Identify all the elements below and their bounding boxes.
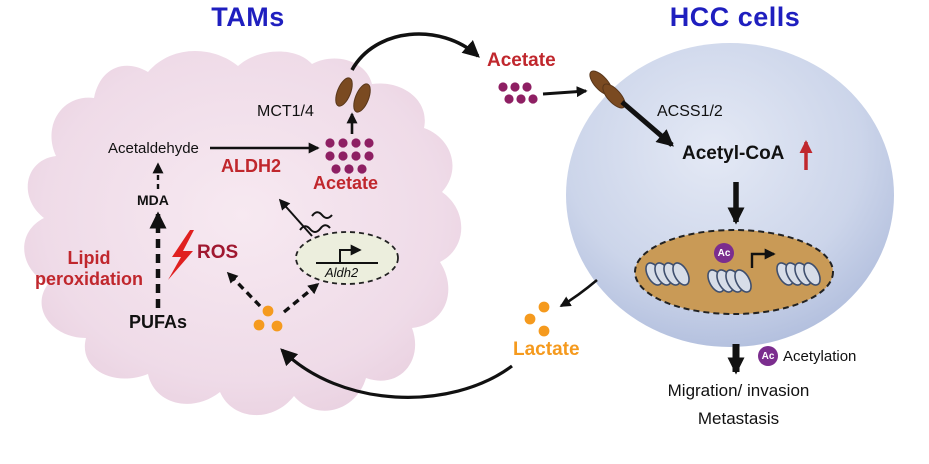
- metastasis-label: Metastasis: [697, 409, 780, 428]
- lactate-label: Lactate: [513, 339, 580, 360]
- arrow-lactate-to-ros: [226, 271, 262, 308]
- tams-title: TAMs: [211, 2, 285, 32]
- arrow-hcc-to-lactate: [559, 279, 598, 308]
- ros-lightning-icon: [168, 230, 194, 280]
- acetate-dots-extracellular: [498, 82, 538, 104]
- aldh2-gene-label: Aldh2: [325, 265, 359, 280]
- ac-badge-legend: Ac: [758, 346, 778, 366]
- aldh2-gene-ellipse: [295, 231, 399, 285]
- ros-label: ROS: [197, 242, 239, 263]
- lactate-dots-extracellular: [524, 301, 550, 337]
- arrow-lactate-to-aldh2gene: [282, 282, 320, 314]
- arrow-acetate-to-hcc: [542, 86, 588, 98]
- migration-invasion-label: Migration/ invasion: [667, 381, 810, 400]
- mrna-icon: [299, 224, 331, 233]
- hcc-transporter-icon: [589, 70, 626, 109]
- lipid-line2: peroxidation: [34, 268, 143, 289]
- mda-label: MDA: [137, 192, 169, 208]
- chromatin-coil-icon: [707, 269, 752, 293]
- chromatin-coil-icon: [776, 262, 821, 286]
- arrow-gene-to-enzyme: [278, 198, 313, 237]
- mct14-label: MCT1/4: [257, 103, 314, 120]
- pufas-label: PUFAs: [129, 312, 188, 332]
- arrow-acss-to-acetylcoa: [620, 100, 674, 147]
- acetate-tam-label: Acetate: [313, 173, 379, 193]
- mct-transporter-icon: [335, 77, 371, 113]
- acss12-label: ACSS1/2: [657, 103, 723, 120]
- acetate-dots-tam: [325, 138, 374, 174]
- acetyl-coa-label: Acetyl-CoA: [682, 143, 785, 164]
- mrna-icon: [311, 211, 333, 219]
- aldh2-enzyme-label: ALDH2: [221, 156, 282, 176]
- chromatin-coil-icon: [645, 262, 690, 286]
- gene-promoter-arrow-icon: [339, 244, 362, 263]
- hcc-title: HCC cells: [669, 2, 801, 32]
- arrow-lactate-to-tam: [280, 348, 513, 399]
- transcription-arrow-icon: [750, 248, 776, 268]
- arrow-acetate-export: [350, 32, 480, 71]
- acetylation-legend-label: Acetylation: [783, 348, 857, 365]
- tam-cell-body: [24, 50, 462, 416]
- lipid-peroxidation-label: Lipid peroxidation: [14, 248, 164, 289]
- ac-badge-nucleus: Ac: [714, 243, 734, 263]
- acetaldehyde-label: Acetaldehyde: [108, 140, 199, 157]
- lactate-dots-tam: [253, 305, 283, 332]
- lipid-line1: Lipid: [67, 248, 111, 268]
- acetate-extracellular-label: Acetate: [487, 50, 556, 71]
